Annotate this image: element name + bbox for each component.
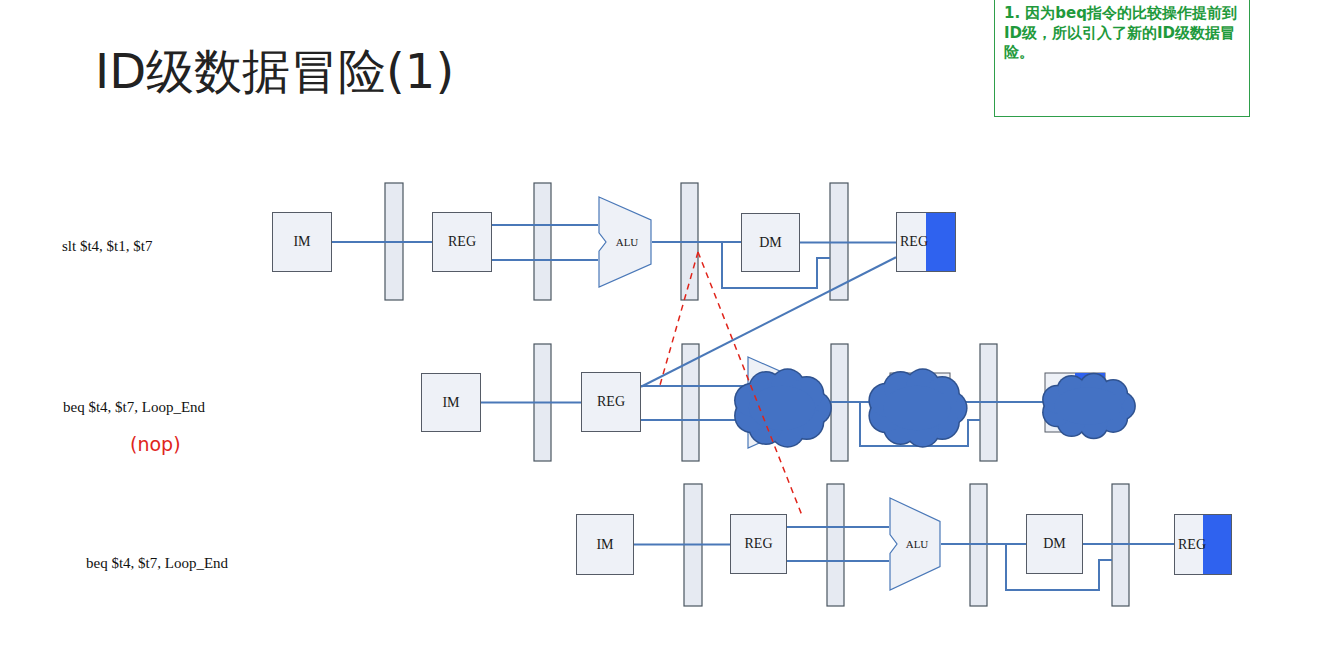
unit-label: DM	[1043, 536, 1066, 552]
cloud	[868, 368, 967, 447]
unit-label: ALU	[616, 236, 639, 248]
alu-shape: ALU	[598, 196, 652, 288]
datapath-wire	[634, 544, 730, 546]
datapath-wire	[481, 402, 581, 404]
cloud-core	[883, 386, 951, 431]
reg-box: REG	[581, 372, 641, 432]
slide-title: ID级数据冒险(1)	[95, 40, 454, 104]
note-box: 1. 因为beq指令的比较操作提前到ID级，所以引入了新的ID级数据冒险。	[994, 0, 1250, 117]
instruction-label: beq $t4, $t7, Loop_End	[86, 555, 228, 572]
writeback-line	[641, 257, 896, 387]
unit-label: IM	[442, 395, 459, 411]
unit-label: REG	[1178, 537, 1206, 553]
dashed-line	[698, 252, 803, 518]
im-box: IM	[272, 212, 332, 272]
wire	[641, 385, 748, 387]
unit-label: IM	[293, 234, 310, 250]
dm-box: DM	[741, 213, 800, 272]
im-box: IM	[421, 373, 481, 432]
unit-label: DM	[759, 235, 782, 251]
cloud	[1044, 374, 1135, 438]
instruction-label: beq $t4, $t7, Loop_End	[63, 399, 205, 416]
alu-outline	[890, 498, 940, 590]
datapath-wire	[332, 241, 432, 243]
pipeline-registers	[385, 183, 1129, 606]
wire	[787, 560, 889, 562]
reg-box: REG	[1174, 514, 1232, 575]
datapath-wire	[1083, 543, 1174, 545]
dm-box: DM	[1026, 514, 1083, 574]
dashed-line	[660, 252, 698, 385]
unit-label: REG	[900, 234, 928, 250]
im-box: IM	[576, 514, 634, 575]
note-text: 1. 因为beq指令的比较操作提前到ID级，所以引入了新的ID级数据冒险。	[1004, 4, 1240, 63]
cloud-core	[1054, 387, 1122, 424]
datapath-wires	[492, 242, 1112, 590]
datapath-wire	[941, 543, 1026, 545]
pipeline-register	[534, 183, 551, 300]
cloud	[1042, 373, 1136, 440]
stalled-stage-parts	[748, 357, 1105, 448]
datapath-wire	[652, 241, 741, 243]
pipeline-register	[827, 484, 844, 606]
unit-label: REG	[448, 234, 476, 250]
unit-label: REG	[745, 536, 773, 552]
bubble-clouds	[734, 368, 1136, 447]
unit-label: ALU	[906, 538, 929, 550]
cloud	[736, 370, 831, 446]
wire	[492, 259, 598, 261]
reg-box: REG	[432, 212, 492, 272]
unit-label: IM	[596, 537, 613, 553]
nop-label: (nop)	[130, 433, 181, 455]
forwarding-dashed-lines	[660, 252, 803, 518]
alu-shape: ALU	[889, 497, 941, 591]
instruction-label: slt $t4, $t1, $t7	[62, 238, 152, 255]
unit-label: REG	[597, 394, 625, 410]
datapath-wire	[800, 242, 896, 244]
datapath-wire	[492, 224, 598, 226]
reg-box: REG	[896, 212, 956, 272]
reg-box: REG	[730, 514, 787, 574]
cloud	[870, 370, 966, 446]
wire	[641, 419, 748, 421]
alu-outline	[599, 197, 651, 287]
datapath-wire	[787, 526, 889, 528]
